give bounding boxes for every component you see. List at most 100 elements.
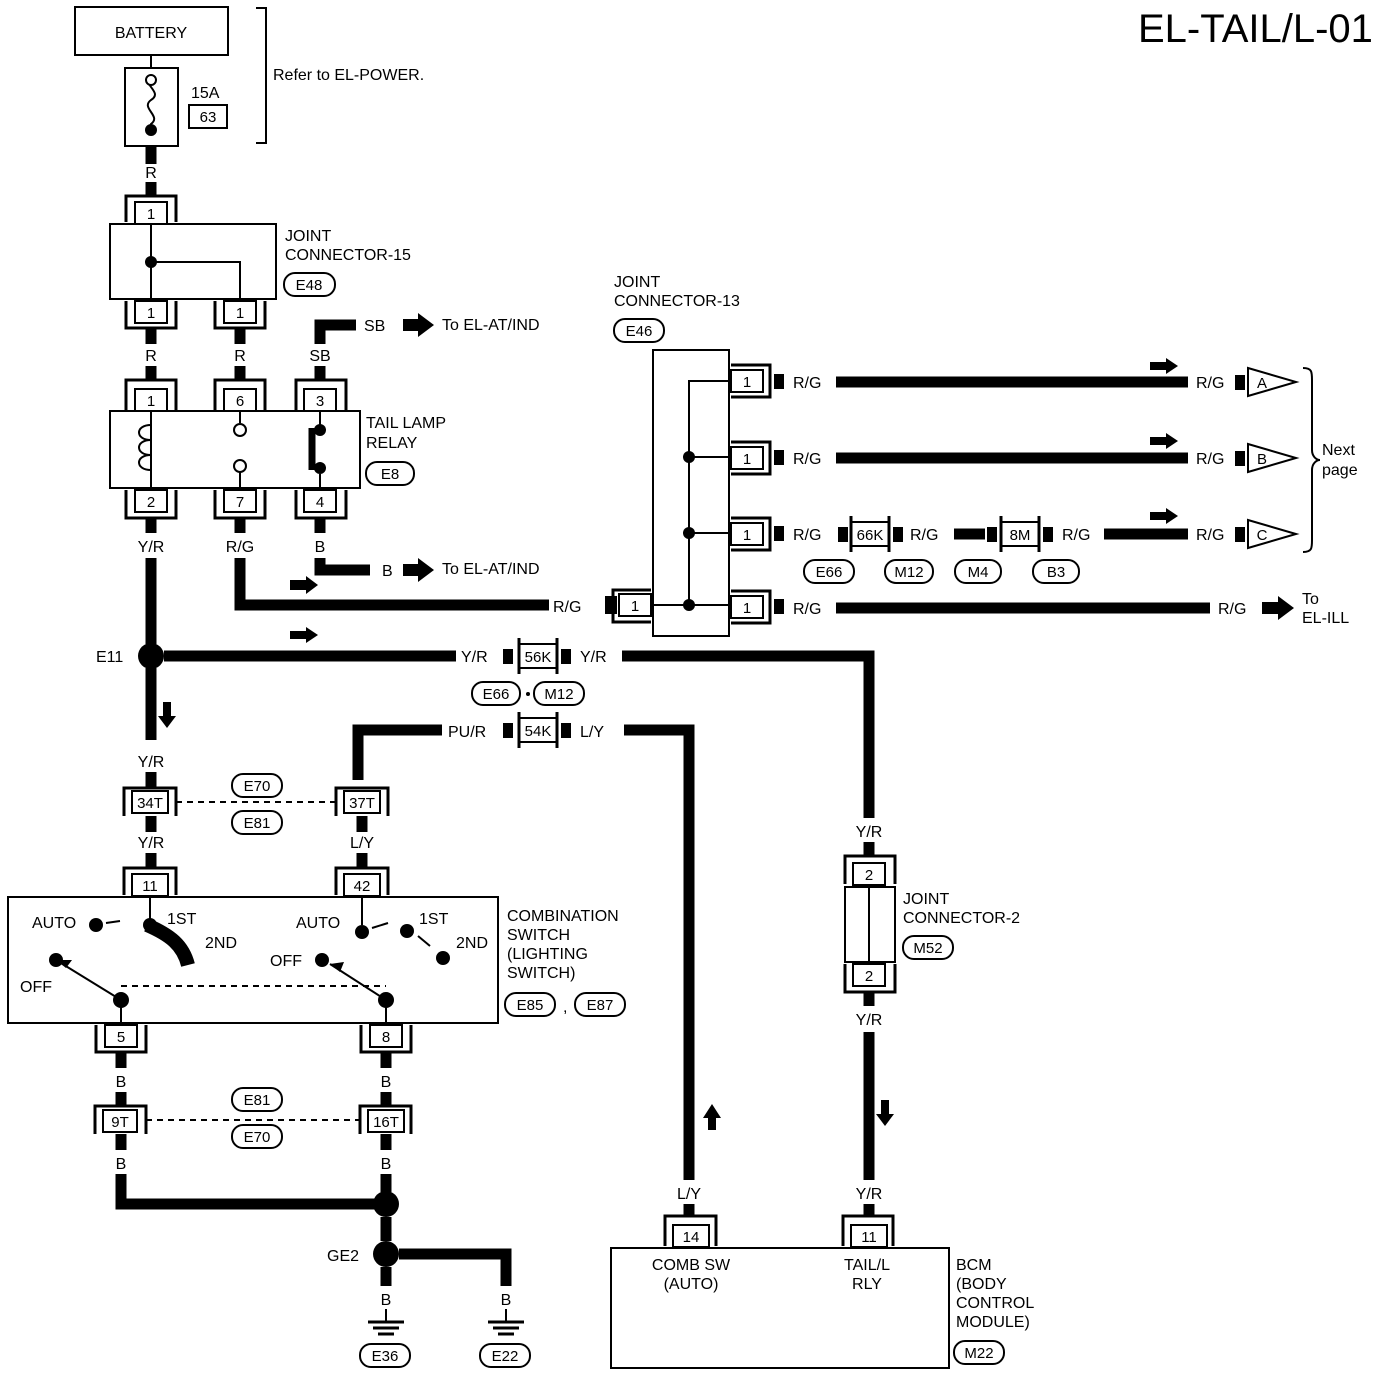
jc13-code: E46 (626, 323, 653, 340)
battery-label: BATTERY (115, 25, 188, 42)
svg-text:Y/R: Y/R (856, 1186, 883, 1203)
svg-text:1: 1 (743, 374, 751, 391)
svg-text:JOINT: JOINT (903, 891, 949, 908)
svg-text:CONNECTOR-2: CONNECTOR-2 (903, 910, 1020, 927)
svg-text:2ND: 2ND (456, 935, 488, 952)
svg-text:B3: B3 (1047, 564, 1065, 581)
svg-text:R/G: R/G (793, 375, 821, 392)
relay-code: E8 (381, 466, 399, 483)
next-page-bracket (1302, 367, 1321, 553)
svg-text:SB: SB (309, 348, 330, 365)
svg-text:1: 1 (147, 206, 155, 223)
svg-text:JOINT: JOINT (614, 274, 660, 291)
svg-text:MODULE): MODULE) (956, 1314, 1030, 1331)
svg-text:L/Y: L/Y (580, 724, 604, 741)
svg-text:2: 2 (865, 867, 873, 884)
svg-text:(BODY: (BODY (956, 1276, 1007, 1293)
svg-text:M12: M12 (544, 686, 573, 703)
svg-text:B: B (381, 1156, 392, 1173)
ground-icon-e36 (368, 1320, 404, 1336)
battery-box (74, 6, 229, 56)
svg-text:E81: E81 (244, 1092, 271, 1109)
inline-34t-label: 34T (137, 795, 163, 812)
svg-text:B: B (116, 1156, 127, 1173)
svg-text:RLY: RLY (852, 1276, 882, 1293)
diagram-title: EL-TAIL/L-01 (1138, 7, 1373, 51)
svg-text:TAIL LAMP: TAIL LAMP (366, 415, 446, 432)
svg-text:R/G: R/G (553, 599, 581, 616)
jc13-pin-row-4: 1 (730, 589, 784, 625)
svg-text:1: 1 (631, 598, 639, 615)
svg-text:42: 42 (354, 878, 371, 895)
svg-text:7: 7 (236, 494, 244, 511)
svg-text:Y/R: Y/R (580, 649, 607, 666)
svg-text:R/G: R/G (1196, 375, 1224, 392)
svg-text:L/Y: L/Y (677, 1186, 701, 1203)
svg-text:1: 1 (147, 393, 155, 410)
svg-text:L/Y: L/Y (350, 835, 374, 852)
svg-text:2: 2 (865, 968, 873, 985)
tail-lamp-relay (109, 410, 361, 489)
arrow-to-atind-top (403, 313, 434, 337)
page-connector-a (1247, 366, 1300, 398)
svg-text:B: B (381, 1292, 392, 1309)
svg-text:2ND: 2ND (205, 935, 237, 952)
svg-text:AUTO: AUTO (32, 915, 76, 932)
svg-text:B: B (116, 1074, 127, 1091)
svg-text:5: 5 (117, 1029, 125, 1046)
svg-text:BCM: BCM (956, 1257, 992, 1274)
inline-37t-label: 37T (349, 795, 375, 812)
fuse-amp: 15A (191, 85, 220, 102)
svg-text:11: 11 (142, 878, 158, 895)
svg-text:1: 1 (743, 451, 751, 468)
relay-coil-icon (138, 424, 152, 471)
svg-text:Y/R: Y/R (856, 824, 883, 841)
svg-text:B: B (382, 563, 393, 580)
svg-text:Next: Next (1322, 442, 1355, 459)
jc2-code: M52 (913, 940, 942, 957)
inline-8m-label: 8M (1010, 527, 1031, 544)
svg-text:(LIGHTING: (LIGHTING (507, 946, 588, 963)
joint-connector-13 (652, 349, 730, 637)
svg-text:E85: E85 (517, 997, 544, 1014)
jc13-pin-row-2: 1 (730, 440, 784, 476)
svg-text:R/G: R/G (793, 527, 821, 544)
inline-54k-label: 54K (525, 723, 552, 740)
jc13-pin-row-3: 1 (730, 516, 784, 552)
inline-66k-label: 66K (857, 527, 884, 544)
svg-text:To EL-AT/IND: To EL-AT/IND (442, 561, 540, 578)
svg-text:OFF: OFF (270, 953, 302, 970)
svg-text:(AUTO): (AUTO) (664, 1276, 719, 1293)
combination-switch (7, 896, 499, 1024)
svg-text:14: 14 (683, 1229, 700, 1246)
svg-text:JOINT: JOINT (285, 228, 331, 245)
svg-text:R/G: R/G (793, 451, 821, 468)
svg-text:OFF: OFF (20, 979, 52, 996)
svg-text:1: 1 (743, 527, 751, 544)
svg-text:M12: M12 (894, 564, 923, 581)
svg-text:1ST: 1ST (167, 911, 197, 928)
svg-text:B: B (501, 1292, 512, 1309)
svg-text:Y/R: Y/R (856, 1012, 883, 1029)
page-connector-b (1247, 442, 1300, 474)
svg-text:R/G: R/G (793, 601, 821, 618)
splice-e11-label: E11 (96, 649, 123, 666)
jc15-code: E48 (296, 277, 323, 294)
svg-text:To: To (1302, 591, 1319, 608)
svg-text:E22: E22 (492, 1348, 519, 1365)
svg-text:1: 1 (147, 305, 155, 322)
svg-text:CONTROL: CONTROL (956, 1295, 1034, 1312)
svg-text:To EL-AT/IND: To EL-AT/IND (442, 317, 540, 334)
svg-text:R: R (234, 348, 246, 365)
inline-16t-label: 16T (373, 1114, 399, 1131)
svg-text:SB: SB (364, 318, 385, 335)
bcm-code: M22 (964, 1345, 993, 1362)
svg-text:E70: E70 (244, 778, 271, 795)
svg-text:page: page (1322, 462, 1358, 479)
svg-text:2: 2 (147, 494, 155, 511)
arrow-to-el-ill (1262, 596, 1294, 620)
svg-text:R/G: R/G (910, 527, 938, 544)
jc13-pin-row-1: 1 (730, 363, 784, 399)
svg-text:1: 1 (236, 305, 244, 322)
